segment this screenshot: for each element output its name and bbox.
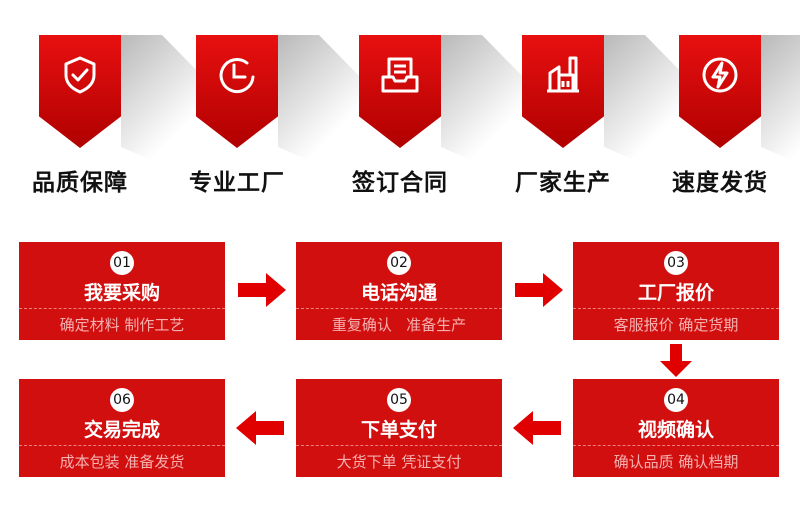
arrow-down-icon: [660, 344, 692, 377]
step-title: 电话沟通: [360, 282, 437, 304]
step-subtitle: 确定材料 制作工艺: [59, 316, 185, 334]
shield-check-icon: [64, 56, 96, 94]
step-title: 工厂报价: [637, 282, 714, 304]
step-number: 02: [387, 251, 411, 275]
step-title: 我要采购: [83, 282, 160, 304]
step-title: 视频确认: [637, 419, 714, 441]
step-number: 01: [110, 251, 134, 275]
step-number: 06: [110, 388, 134, 412]
step-subtitle: 重复确认 准备生产: [331, 316, 467, 334]
step-number: 03: [664, 251, 688, 275]
feature-quality: 品质保障: [32, 35, 210, 205]
step-subtitle: 确认品质 确认档期: [613, 453, 739, 471]
arrow-right-icon: [515, 273, 563, 307]
step-subtitle: 大货下单 凭证支付: [336, 453, 462, 471]
step-title: 交易完成: [83, 419, 160, 441]
lightning-icon: [702, 57, 738, 93]
feature-label: 专业工厂: [189, 170, 285, 196]
feature-label: 品质保障: [32, 170, 128, 196]
step-card-05: 05 下单支付大货下单 凭证支付: [296, 379, 502, 477]
feature-contract: 签订合同: [352, 35, 530, 205]
step-number: 04: [664, 388, 688, 412]
feature-shipping: 速度发货: [672, 35, 800, 205]
factory-icon: [547, 56, 579, 93]
step-card-01: 01 我要采购确定材料 制作工艺: [19, 242, 225, 340]
arrow-left-icon: [513, 411, 561, 445]
feature-production: 厂家生产: [515, 35, 693, 205]
feature-factory: 专业工厂: [189, 35, 367, 205]
step-card-03: 03 工厂报价客服报价 确定货期: [573, 242, 779, 340]
arrow-right-icon: [238, 273, 286, 307]
clock-icon: [219, 58, 255, 94]
step-card-06: 06 交易完成成本包装 准备发货: [19, 379, 225, 477]
step-card-04: 04 视频确认确认品质 确认档期: [573, 379, 779, 477]
step-title: 下单支付: [360, 419, 437, 441]
feature-label: 速度发货: [672, 170, 768, 196]
step-number: 05: [387, 388, 411, 412]
feature-label: 签订合同: [352, 170, 448, 196]
arrow-left-icon: [236, 411, 284, 445]
step-subtitle: 成本包装 准备发货: [59, 453, 185, 471]
contract-icon: [381, 57, 419, 93]
feature-label: 厂家生产: [515, 170, 611, 196]
step-subtitle: 客服报价 确定货期: [613, 316, 739, 334]
step-card-02: 02 电话沟通重复确认 准备生产: [296, 242, 502, 340]
